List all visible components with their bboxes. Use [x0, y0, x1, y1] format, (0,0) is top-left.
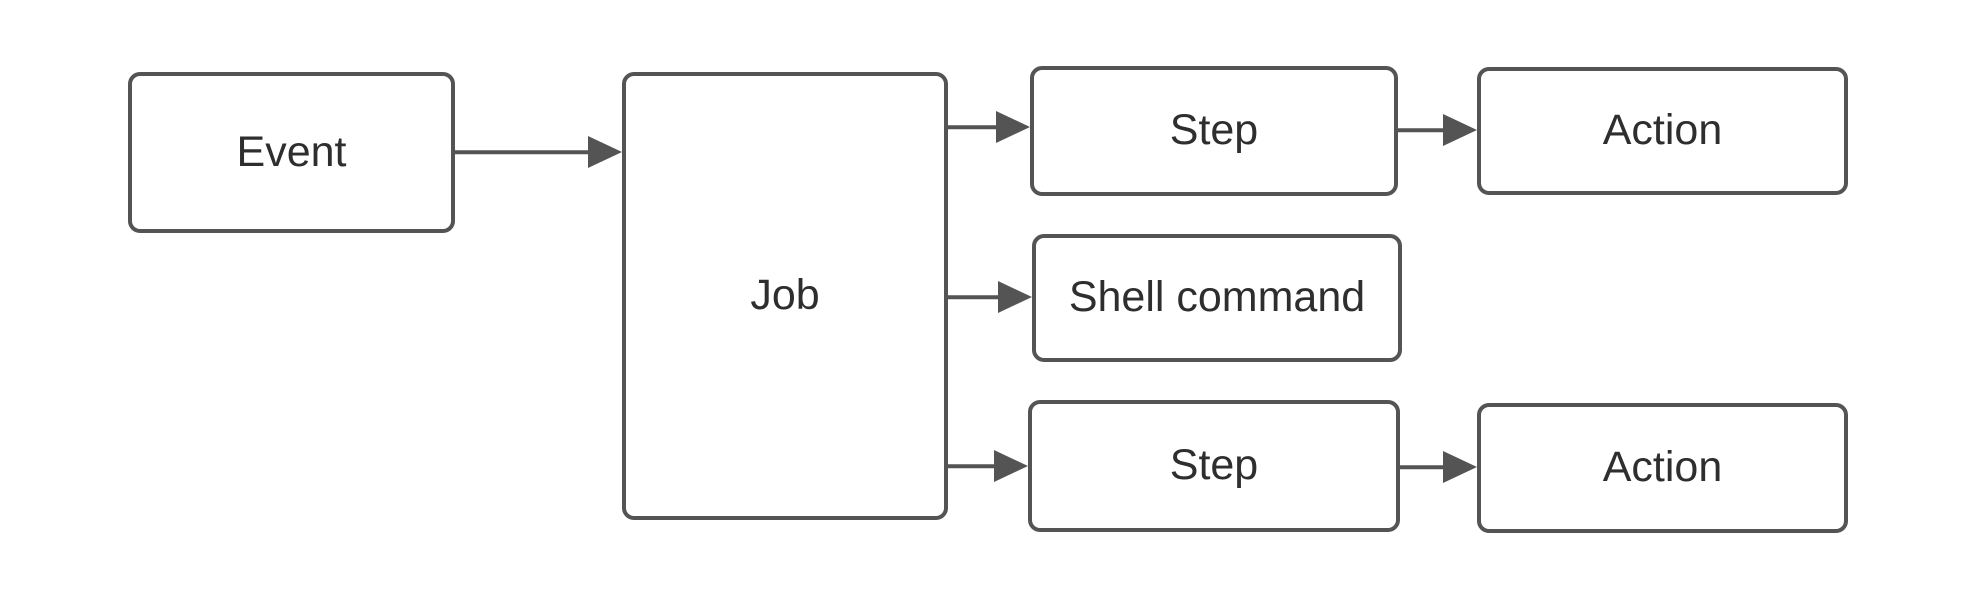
node-job: Job	[622, 72, 948, 520]
arrowhead-icon	[996, 111, 1030, 143]
node-action-top-label: Action	[1602, 106, 1723, 155]
arrow-line	[455, 150, 592, 154]
node-shell-command-label: Shell command	[1068, 273, 1366, 322]
arrow-job-to-step-bottom	[948, 449, 1028, 483]
arrow-event-to-job	[455, 135, 622, 169]
node-step-top: Step	[1030, 66, 1398, 196]
node-step-top-label: Step	[1169, 106, 1259, 155]
arrowhead-icon	[1443, 114, 1477, 146]
node-event-label: Event	[236, 127, 347, 176]
arrow-line	[948, 295, 1002, 299]
arrowhead-icon	[1443, 451, 1477, 483]
arrow-line	[1400, 465, 1447, 469]
node-shell-command: Shell command	[1032, 234, 1402, 362]
node-job-label: Job	[750, 271, 820, 320]
arrow-step-bottom-to-action-bottom	[1400, 450, 1477, 484]
node-event: Event	[128, 72, 455, 233]
arrow-line	[948, 125, 1000, 129]
arrow-job-to-step-top	[948, 110, 1030, 144]
arrow-line	[948, 464, 998, 468]
node-step-bottom: Step	[1028, 400, 1400, 532]
node-action-top: Action	[1477, 67, 1848, 195]
arrowhead-icon	[998, 281, 1032, 313]
arrowhead-icon	[994, 450, 1028, 482]
arrow-job-to-shell-command	[948, 280, 1032, 314]
node-step-bottom-label: Step	[1169, 441, 1259, 490]
node-action-bottom-label: Action	[1602, 443, 1723, 492]
arrowhead-icon	[588, 136, 622, 168]
arrow-step-top-to-action-top	[1398, 113, 1477, 147]
arrow-line	[1398, 128, 1447, 132]
node-action-bottom: Action	[1477, 403, 1848, 533]
